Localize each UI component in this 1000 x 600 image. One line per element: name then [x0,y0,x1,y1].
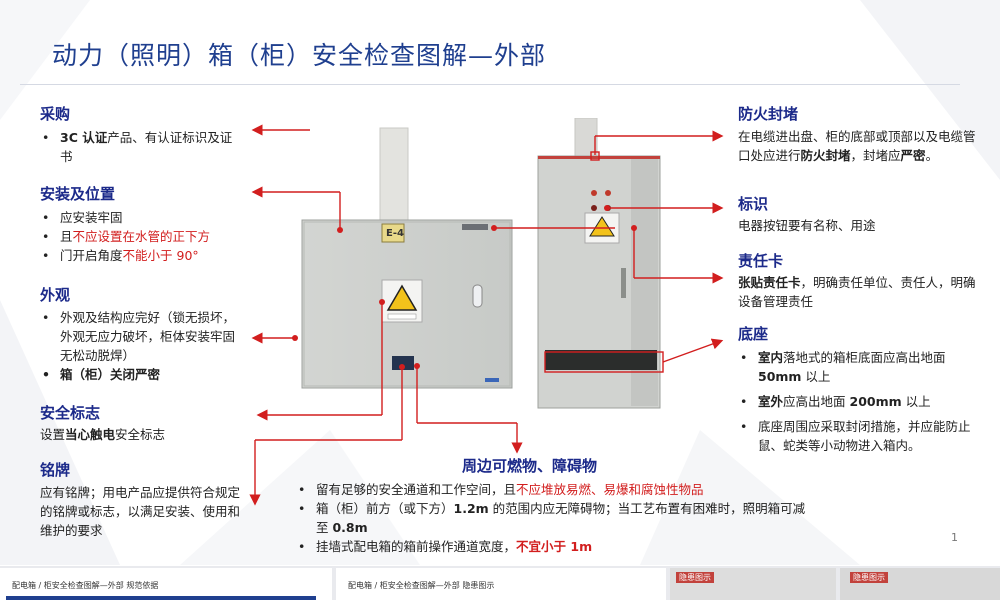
thumbnail-2-caption: 配电箱 / 柜安全检查图解—外部 隐患图示 [348,581,495,590]
install-item-1: 应安装牢固 [40,208,240,227]
slide: 动力（照明）箱（柜）安全检查图解—外部 采购 3C 认证产品、有认证标识及证书 … [0,0,1000,565]
install-item-2: 且不应设置在水管的正下方 [40,227,240,246]
fire-seal-text: 在电缆进出盘、柜的底部或顶部以及电缆管口处应进行防火封堵，封堵应严密。 [738,129,976,163]
fire-seal-heading: 防火封堵 [738,105,799,123]
slide-thumbnail-strip: 配电箱 / 柜安全检查图解—外部 规范依据 配电箱 / 柜安全检查图解—外部 隐… [0,566,1000,600]
surroundings-heading: 周边可燃物、障碍物 [462,457,598,475]
purchase-list: 3C 认证产品、有认证标识及证书 [40,128,240,166]
install-list: 应安装牢固 且不应设置在水管的正下方 门开启角度不能小于 90° [40,208,240,265]
appearance-item-1: 外观及结构应完好（锁无损坏，外观无应力破坏，柜体安装牢固无松动脱焊） [40,308,240,365]
install-heading: 安装及位置 [40,185,116,203]
surroundings-list: 留有足够的安全通道和工作空间，且不应堆放易燃、易爆和腐蚀性物品 箱（柜）前方（或… [296,480,816,556]
base-item-3: 底座周围应采取封闭措施，并应能防止鼠、蛇类等小动物进入箱内。 [738,417,978,455]
thumbnail-4[interactable]: 隐患图示 [840,568,1000,600]
surroundings-item-3: 挂墙式配电箱的箱前操作通道宽度，不宜小于 1m [296,537,816,556]
safety-sign-text: 设置当心触电安全标志 [40,427,166,442]
thumbnail-1[interactable]: 配电箱 / 柜安全检查图解—外部 规范依据 [0,568,332,600]
purchase-heading: 采购 [40,105,71,123]
purchase-item: 3C 认证产品、有认证标识及证书 [40,128,240,166]
install-item-3: 门开启角度不能小于 90° [40,246,240,265]
appearance-heading: 外观 [40,286,71,304]
marking-heading: 标识 [738,195,769,213]
thumbnail-1-bar [6,596,316,600]
base-item-1: 室内落地式的箱柜底面应高出地面 50mm 以上 [738,348,978,386]
annotation-connectors [249,124,724,506]
marking-text: 电器按钮要有名称、用途 [738,218,876,233]
thumbnail-1-caption: 配电箱 / 柜安全检查图解—外部 规范依据 [12,581,159,590]
base-heading: 底座 [738,325,769,343]
page-title: 动力（照明）箱（柜）安全检查图解—外部 [52,41,547,70]
page-number: 1 [951,531,958,544]
nameplate-text: 应有铭牌；用电产品应提供符合规定的铭牌或标志，以满足安装、使用和维护的要求 [40,485,241,538]
thumbnail-3-caption: 隐患图示 [676,572,714,583]
resp-card-text: 张贴责任卡，明确责任单位、责任人，明确设备管理责任 [738,275,976,309]
appearance-list: 外观及结构应完好（锁无损坏，外观无应力破坏，柜体安装牢固无松动脱焊） 箱（柜）关… [40,308,240,384]
base-list: 室内落地式的箱柜底面应高出地面 50mm 以上 室外应高出地面 200mm 以上… [738,348,978,455]
thumbnail-2[interactable]: 配电箱 / 柜安全检查图解—外部 隐患图示 [336,568,666,600]
appearance-item-2: 箱（柜）关闭严密 [40,365,240,384]
floor-cabinet-photo [535,118,675,413]
wall-box-photo [290,120,525,400]
surroundings-item-1: 留有足够的安全通道和工作空间，且不应堆放易燃、易爆和腐蚀性物品 [296,480,816,499]
thumbnail-3[interactable]: 隐患图示 [670,568,836,600]
surroundings-item-2: 箱（柜）前方（或下方）1.2m 的范围内应无障碍物；当工艺布置有困难时，照明箱可… [296,499,816,537]
nameplate-heading: 铭牌 [40,461,71,479]
resp-card-heading: 责任卡 [738,252,784,270]
safety-sign-heading: 安全标志 [40,404,101,422]
cabinet-label: E-4 [386,228,404,239]
base-item-2: 室外应高出地面 200mm 以上 [738,392,978,411]
title-divider [20,84,960,85]
thumbnail-4-caption: 隐患图示 [850,572,888,583]
